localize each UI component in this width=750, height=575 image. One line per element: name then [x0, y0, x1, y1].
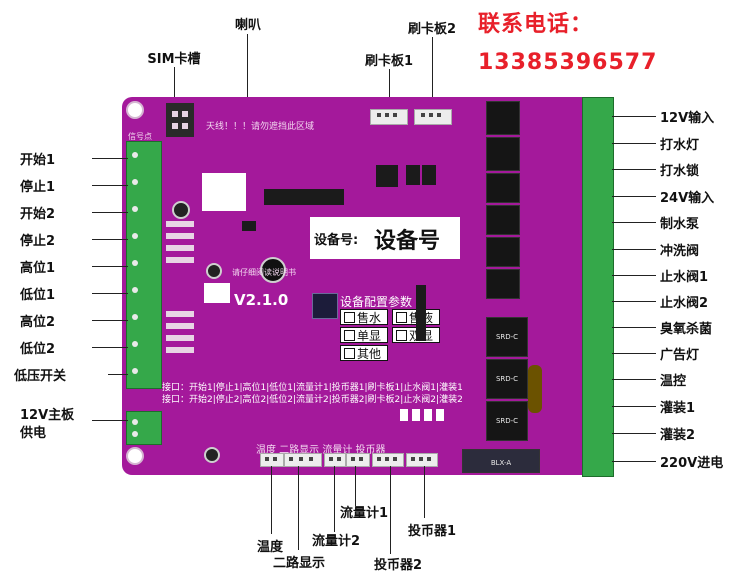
label-stop-valve2: 止水阀2 — [660, 296, 709, 311]
label-water-lock: 打水锁 — [660, 164, 700, 179]
mount-hole — [126, 101, 144, 119]
label-ozone: 臭氧杀菌 — [660, 322, 713, 337]
header-pins — [416, 285, 426, 341]
sim-slot — [166, 103, 194, 137]
warn-silk: 请仔细阅读说明书 — [232, 268, 296, 277]
signal-silk: 信号点 — [128, 132, 152, 141]
label-power-line1: 12V主板 — [20, 408, 75, 423]
buzzer — [260, 257, 286, 283]
phone-number: 13385396577 — [478, 50, 658, 75]
relay-srd-3: SRD-C — [486, 401, 528, 441]
relay — [486, 173, 520, 203]
temp-connector — [260, 453, 284, 467]
speaker-connector — [204, 283, 230, 303]
label-stop1: 停止1 — [20, 180, 56, 195]
relay-srd-1: SRD-C — [486, 317, 528, 357]
label-flush-valve: 冲洗阀 — [660, 244, 700, 259]
label-low-pressure: 低压开关 — [14, 369, 67, 384]
varistor — [528, 365, 542, 413]
sim-slot-label: SIM卡槽 — [147, 52, 201, 67]
label-start2: 开始2 — [20, 207, 56, 222]
board-version: V2.1.0 — [234, 291, 289, 309]
mount-hole — [126, 447, 144, 465]
ic-chip — [264, 189, 344, 205]
capacitor — [172, 201, 190, 219]
pcb-board: 信号点 天线！！！请勿遮挡此区域 设备号: 设备号 V2.1.0 请仔细阅读说明… — [122, 97, 614, 477]
label-water-light: 打水灯 — [660, 138, 700, 153]
label-pump: 制水泵 — [660, 217, 700, 232]
card-board2-label: 刷卡板2 — [407, 22, 457, 37]
port-row-1: 接口：开始1|停止1|高位1|低位1|流量计1|投币器1|刷卡板1|止水阀1|灌… — [162, 383, 463, 393]
label-ad-light: 广告灯 — [660, 348, 700, 363]
card-board1-connector — [370, 109, 408, 125]
label-fill2: 灌装2 — [660, 428, 696, 443]
label-flow1: 流量计1 — [339, 506, 389, 521]
flow1-connector — [346, 453, 370, 467]
relay — [486, 237, 520, 267]
crystal — [422, 165, 436, 185]
label-high1: 高位1 — [20, 261, 56, 276]
label-temperature: 温度 — [256, 540, 283, 555]
relay — [486, 269, 520, 299]
label-start1: 开始1 — [20, 153, 56, 168]
ic-chip — [376, 165, 398, 187]
capacitor — [204, 447, 220, 463]
label-coin2: 投币器2 — [373, 558, 423, 573]
label-12v-input: 12V输入 — [660, 111, 715, 126]
device-id-label: 设备号: — [314, 233, 359, 248]
dual-display-connector — [284, 453, 322, 467]
flow2-connector — [324, 453, 346, 467]
label-dual-display: 二路显示 — [272, 556, 325, 571]
antenna-warning: 天线！！！请勿遮挡此区域 — [206, 122, 315, 132]
label-power-line2: 供电 — [20, 426, 47, 441]
left-terminal-block — [126, 141, 162, 389]
config-option-single: 单显 — [340, 327, 388, 343]
right-terminal-block — [582, 97, 614, 477]
coin1-connector — [406, 453, 438, 467]
label-low2: 低位2 — [20, 342, 56, 357]
digit-display — [312, 293, 338, 319]
label-temp-control: 温控 — [660, 374, 687, 389]
relay — [486, 137, 520, 171]
label-stop2: 停止2 — [20, 234, 56, 249]
module — [202, 173, 246, 211]
phone-title: 联系电话： — [478, 12, 594, 37]
fuse: BLX-A — [462, 449, 540, 473]
label-low1: 低位1 — [20, 288, 56, 303]
port-row-2: 接口：开始2|停止2|高位2|低位2|流量计2|投币器2|刷卡板2|止水阀2|灌… — [162, 395, 463, 405]
label-24v-input: 24V输入 — [660, 191, 715, 206]
label-coin1: 投币器1 — [407, 524, 457, 539]
config-option-water: 售水 — [340, 309, 388, 325]
device-id-value: 设备号 — [374, 229, 441, 254]
coin2-connector — [372, 453, 404, 467]
device-id-box: 设备号: 设备号 — [310, 217, 460, 259]
relay — [486, 101, 520, 135]
relay-srd-2: SRD-C — [486, 359, 528, 399]
label-fill1: 灌装1 — [660, 401, 696, 416]
label-flow2: 流量计2 — [311, 534, 361, 549]
card-board2-connector — [414, 109, 452, 125]
label-stop-valve1: 止水阀1 — [660, 270, 709, 285]
label-220v-input: 220V进电 — [660, 456, 724, 471]
relay — [486, 205, 520, 235]
power-terminal — [126, 411, 162, 445]
config-title: 设备配置参数 — [340, 295, 413, 309]
speaker-label: 喇叭 — [234, 18, 261, 33]
card-board1-label: 刷卡板1 — [364, 54, 414, 69]
crystal — [406, 165, 420, 185]
label-high2: 高位2 — [20, 315, 56, 330]
capacitor — [206, 263, 222, 279]
config-option-other: 其他 — [340, 345, 388, 361]
bottom-silk: 温度 二路显示 流量计 投币器 — [256, 445, 386, 456]
